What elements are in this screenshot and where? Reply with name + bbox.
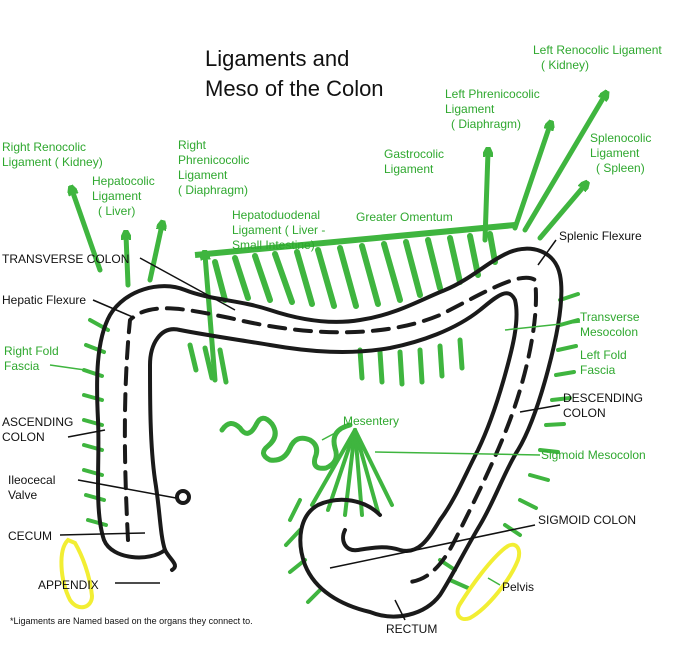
left-fold-fascia-label: Left Fold Fascia xyxy=(580,348,627,378)
hepatoduodenal-arrow xyxy=(205,255,218,383)
transverse-mesocolon-line-1: Transverse xyxy=(580,310,640,324)
left-renocolic-line-2: ( Kidney) xyxy=(541,58,590,72)
colon-outer-wall xyxy=(95,246,564,619)
colon-outline xyxy=(95,246,564,619)
left-fold-fascia-hatching xyxy=(503,292,580,537)
ileocecal-valve-label: Ileocecal Valve xyxy=(8,473,55,503)
left-renocolic-line-1: Left Renocolic Ligament xyxy=(533,43,662,57)
gastrocolic-arrow xyxy=(482,152,488,243)
omentum-hatching xyxy=(212,231,498,309)
transverse-mesocolon-label: Transverse Mesocolon xyxy=(580,310,640,340)
ascending-colon-line-1: ASCENDING xyxy=(2,415,74,429)
small-intestine-squiggle xyxy=(219,415,353,471)
pelvis-label: Pelvis xyxy=(502,580,535,594)
gastrocolic-line-2: Ligament xyxy=(384,162,434,176)
right-fold-fascia-label: Right Fold Fascia xyxy=(4,344,59,374)
ligament-arrows xyxy=(72,95,605,383)
left-phrenicocolic-line-2: Ligament xyxy=(445,102,495,116)
left-phrenicocolic-label: Left Phrenicocolic Ligament ( Diaphragm) xyxy=(445,87,540,132)
transverse-colon-label: TRANSVERSE COLON xyxy=(2,252,130,266)
sigmoid-mesocolon-hatching xyxy=(284,498,470,604)
ileocecal-valve-knob xyxy=(175,489,191,505)
footnote: *Ligaments are Named based on the organs… xyxy=(10,616,253,626)
appendix-shape xyxy=(59,537,95,610)
hepatocolic-line-3: ( Liver) xyxy=(98,204,136,218)
hepatocolic-label: Hepatocolic Ligament ( Liver) xyxy=(92,174,155,219)
colon-inner-wall xyxy=(148,291,519,553)
ascending-colon-label: ASCENDING COLON xyxy=(2,415,73,445)
right-fold-line-1: Right Fold xyxy=(4,344,59,358)
left-fold-line-1: Left Fold xyxy=(580,348,627,362)
gastrocolic-line-1: Gastrocolic xyxy=(384,147,445,161)
greater-omentum-band xyxy=(194,222,516,309)
hepatocolic-line-2: Ligament xyxy=(92,189,142,203)
right-renocolic-arrow xyxy=(72,190,103,273)
right-phrenicocolic-line-2: Phrenicocolic xyxy=(178,153,250,167)
left-renocolic-label: Left Renocolic Ligament ( Kidney) xyxy=(533,43,662,73)
ascending-colon-line-2: COLON xyxy=(2,430,45,444)
transverse-mesocolon-hatching xyxy=(187,337,465,387)
left-phrenicocolic-line-1: Left Phrenicocolic xyxy=(445,87,540,101)
right-phrenicocolic-label: Right Phrenicocolic Ligament ( Diaphragm… xyxy=(178,138,249,198)
hepatocolic-line-1: Hepatocolic xyxy=(92,174,155,188)
title-line-1: Ligaments and xyxy=(205,46,350,71)
right-phrenicocolic-line-4: ( Diaphragm) xyxy=(178,183,249,197)
pelvis-shape xyxy=(455,542,522,621)
hepatoduodenal-label: Hepatoduodenal Ligament ( Liver - Small … xyxy=(232,208,325,253)
diagram-title: Ligaments and Meso of the Colon xyxy=(205,44,384,104)
splenocolic-line-3: ( Spleen) xyxy=(596,161,645,175)
transverse-mesocolon-line-2: Mesocolon xyxy=(580,325,639,339)
greater-omentum-label: Greater Omentum xyxy=(356,210,453,224)
cecum-label: CECUM xyxy=(8,529,52,543)
right-fold-line-2: Fascia xyxy=(4,359,40,373)
sigmoid-mesocolon-label: Sigmoid Mesocolon xyxy=(541,448,646,462)
colon-centerline-dashes xyxy=(122,275,538,584)
descending-colon-label: DESCENDING COLON xyxy=(563,391,643,421)
gastrocolic-label: Gastrocolic Ligament xyxy=(384,147,444,177)
right-phrenicocolic-arrow xyxy=(147,225,162,283)
mesentery-fan xyxy=(310,428,394,517)
appendix-label: APPENDIX xyxy=(38,578,99,592)
right-phrenicocolic-line-1: Right xyxy=(178,138,207,152)
right-renocolic-line-2: Ligament ( Kidney) xyxy=(2,155,103,169)
ileocecal-valve-line-1: Ileocecal xyxy=(8,473,56,487)
splenocolic-arrow xyxy=(537,185,585,241)
ileocecal-valve-line-2: Valve xyxy=(8,488,38,502)
left-phrenicocolic-line-3: ( Diaphragm) xyxy=(451,117,522,131)
mesentery-label: Mesentery xyxy=(343,414,400,428)
right-fold-fascia-hatching xyxy=(82,318,110,527)
hepatic-flexure-label: Hepatic Flexure xyxy=(2,293,87,307)
descending-colon-line-2: COLON xyxy=(563,406,606,420)
left-phrenicocolic-arrow xyxy=(512,125,550,231)
splenic-flexure-label: Splenic Flexure xyxy=(559,229,642,243)
hepatoduodenal-line-1: Hepatoduodenal xyxy=(232,208,321,222)
descending-colon-line-1: DESCENDING xyxy=(563,391,644,405)
splenocolic-line-1: Splenocolic xyxy=(590,131,652,145)
green-leader-lines xyxy=(49,321,581,586)
splenocolic-label: Splenocolic Ligament ( Spleen) xyxy=(590,131,651,176)
right-renocolic-label: Right Renocolic Ligament ( Kidney) xyxy=(2,140,103,170)
left-renocolic-arrow xyxy=(522,95,605,233)
leader-lines xyxy=(59,239,561,621)
sigmoid-colon-label: SIGMOID COLON xyxy=(538,513,637,527)
splenocolic-line-2: Ligament xyxy=(590,146,640,160)
hepatoduodenal-line-2: Ligament ( Liver - xyxy=(232,223,326,237)
right-renocolic-line-1: Right Renocolic xyxy=(2,140,87,154)
rectum-label: RECTUM xyxy=(386,622,438,636)
left-fold-line-2: Fascia xyxy=(580,363,616,377)
hepatocolic-arrow xyxy=(126,235,128,288)
right-phrenicocolic-line-3: Ligament xyxy=(178,168,228,182)
hepatoduodenal-line-3: Small Intestine) xyxy=(232,238,315,252)
title-line-2: Meso of the Colon xyxy=(205,76,384,101)
